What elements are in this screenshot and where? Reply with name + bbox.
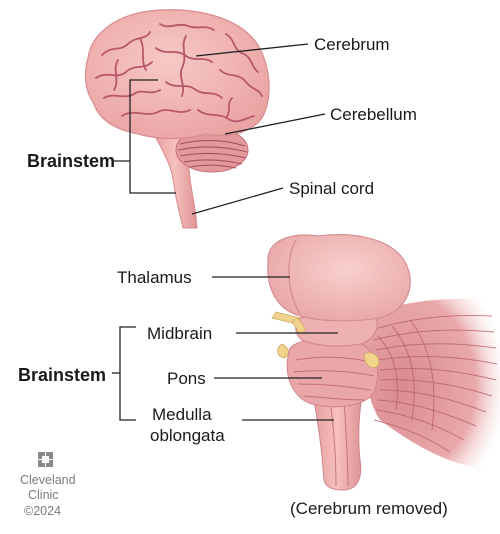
top-leader-lines — [112, 43, 326, 215]
cleveland-clinic-cross-icon — [38, 452, 53, 467]
label-pons: Pons — [167, 369, 206, 388]
logo-line-cleveland: Cleveland — [20, 473, 76, 487]
logo-line-copyright: ©2024 — [24, 504, 61, 518]
label-thalamus: Thalamus — [117, 268, 192, 287]
cerebellum-fibers — [360, 298, 500, 470]
brainstem-bottom-bracket — [119, 326, 136, 421]
label-cerebrum: Cerebrum — [314, 35, 390, 54]
thalamus-shape — [267, 234, 411, 322]
brainstem-top-bracket — [129, 79, 176, 194]
cerebrum-shape — [84, 9, 270, 140]
label-brainstem-top: Brainstem — [27, 151, 115, 171]
medulla-oblongata-shape — [311, 389, 363, 491]
caption-cerebrum-removed: (Cerebrum removed) — [290, 499, 448, 518]
cleveland-clinic-logo: Cleveland Clinic ©2024 — [20, 452, 76, 518]
brainstem-detail-illustration — [267, 234, 500, 491]
cerebellum-leader-line — [224, 113, 326, 135]
label-spinal-cord: Spinal cord — [289, 179, 374, 198]
label-medulla-line2: oblongata — [150, 426, 225, 445]
logo-line-clinic: Clinic — [28, 488, 59, 502]
label-cerebellum: Cerebellum — [330, 105, 417, 124]
label-midbrain: Midbrain — [147, 324, 212, 343]
cerebrum-leader-line — [195, 43, 309, 57]
label-brainstem-bottom: Brainstem — [18, 365, 106, 385]
label-medulla-line1: Medulla — [152, 405, 212, 424]
pons-shape — [286, 338, 378, 408]
spinal-cord-leader-line — [191, 187, 284, 215]
bottom-leader-lines — [112, 276, 338, 421]
whole-brain-illustration — [84, 9, 270, 229]
